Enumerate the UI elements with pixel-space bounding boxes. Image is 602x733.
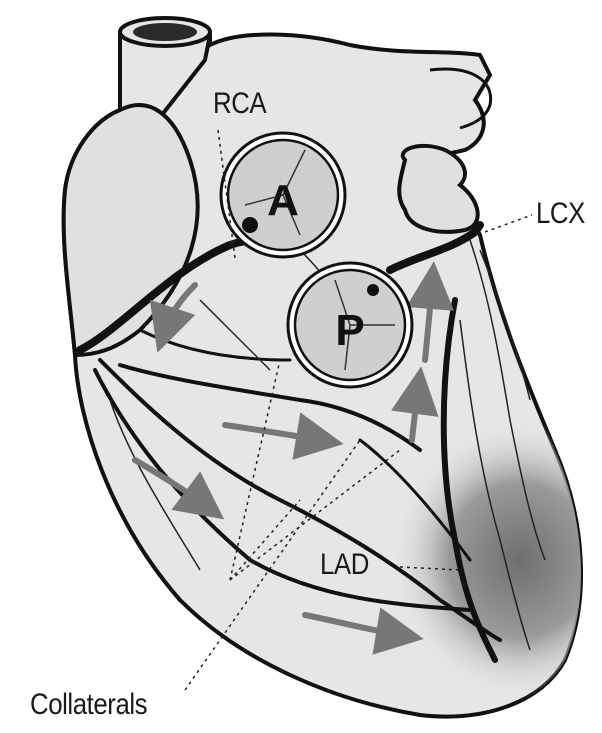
collaterals-label: Collaterals — [30, 688, 147, 722]
lca-ostium — [367, 284, 379, 296]
rca-ostium — [242, 217, 258, 233]
aortic-valve: A — [221, 133, 345, 257]
pulmonary-valve-label: P — [335, 306, 364, 355]
pulmonary-valve: P — [288, 263, 412, 387]
rca-label: RCA — [213, 87, 266, 121]
aortic-valve-label: A — [267, 176, 299, 225]
lad-label: LAD — [320, 548, 369, 582]
lcx-leader — [485, 215, 532, 232]
lcx-label: LCX — [536, 197, 585, 231]
